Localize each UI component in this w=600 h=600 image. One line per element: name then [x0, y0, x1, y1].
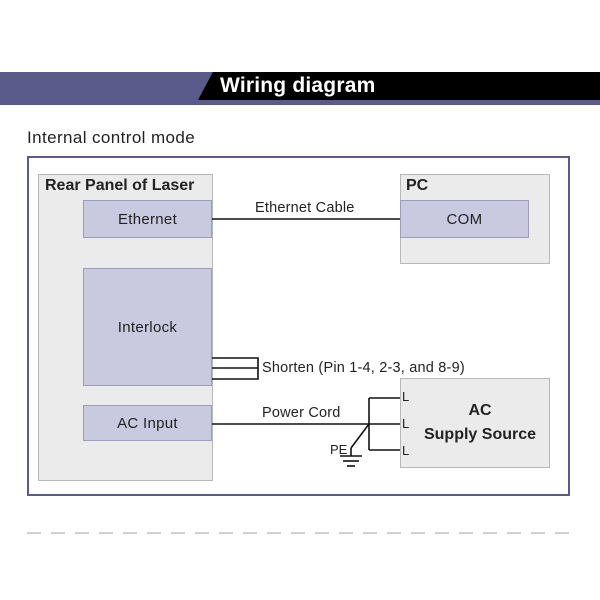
interlock-port: Interlock: [83, 268, 212, 386]
header-band: [0, 72, 600, 105]
ac-supply-panel: [400, 378, 550, 468]
ac-supply-title: AC Supply Source: [410, 399, 550, 447]
shorten-note-label: Shorten (Pin 1-4, 2-3, and 8-9): [262, 360, 465, 376]
ac-supply-title-line1: AC: [468, 402, 492, 419]
pc-panel-title: PC: [406, 177, 429, 194]
ground-diagonal-wire: [350, 423, 370, 449]
ethernet-cable-label: Ethernet Cable: [255, 200, 355, 216]
ac-pin-label-3: L: [402, 443, 410, 458]
ac-pin-label-1: L: [402, 389, 410, 404]
ground-pe-label: PE: [330, 442, 348, 457]
ac-input-port: AC Input: [83, 405, 212, 441]
ac-supply-title-line2: Supply Source: [423, 426, 537, 443]
bottom-cropped-line: [27, 532, 570, 534]
ac-pin-label-2: L: [402, 416, 410, 431]
com-port: COM: [400, 200, 529, 238]
page-title: Wiring diagram: [220, 74, 376, 97]
ethernet-port: Ethernet: [83, 200, 212, 238]
power-cord-label: Power Cord: [262, 405, 341, 421]
header-title-tab: [198, 72, 600, 100]
section-subtitle: Internal control mode: [27, 128, 196, 147]
laser-panel-title: Rear Panel of Laser: [45, 177, 195, 194]
